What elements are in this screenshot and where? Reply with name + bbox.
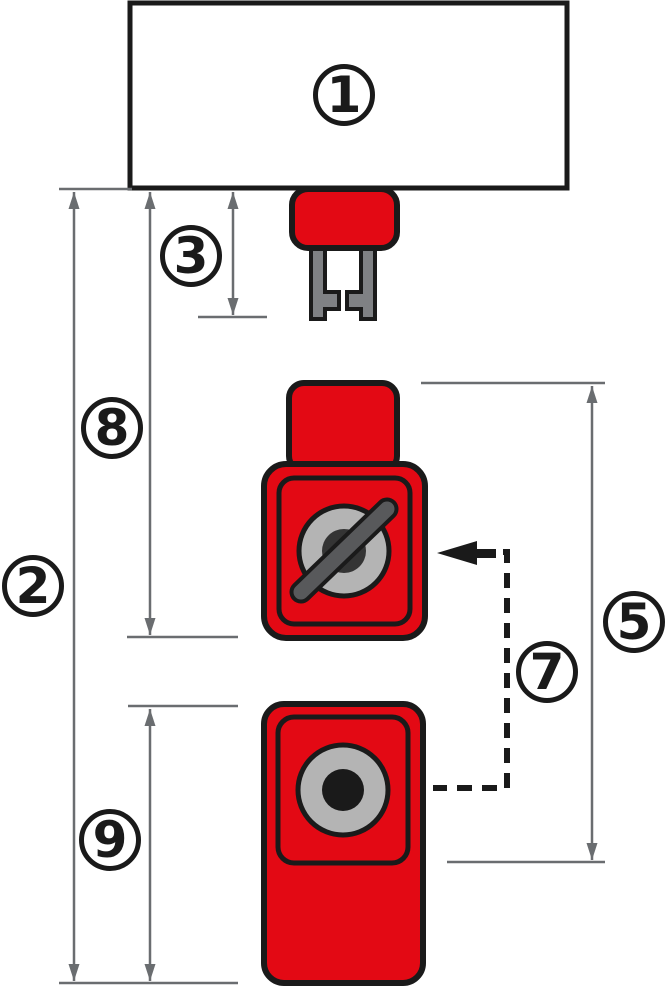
callout-3: 3 xyxy=(160,225,222,287)
detector-device xyxy=(261,701,426,986)
callout-1: 1 xyxy=(313,64,375,126)
pointer-arrow-icon xyxy=(437,541,496,565)
callout-2: 2 xyxy=(2,555,64,617)
pointer-dashed-path xyxy=(433,549,510,791)
valve-inner-outline xyxy=(276,475,413,627)
callout-7-label: 7 xyxy=(529,643,565,701)
valve-knob-handle xyxy=(293,501,395,600)
valve-device xyxy=(261,380,428,641)
detector-inner-outline xyxy=(275,714,411,866)
callout-1-label: 1 xyxy=(326,66,362,124)
dimension-lines xyxy=(68,192,598,981)
callout-9-label: 9 xyxy=(92,811,128,869)
callout-7: 7 xyxy=(516,641,578,703)
extension-lines xyxy=(59,187,605,985)
plug-prong-right xyxy=(345,245,377,321)
plug-prong-left xyxy=(309,245,341,321)
detector-lens-center xyxy=(322,769,364,811)
plug-assembly xyxy=(289,186,400,321)
plug-body xyxy=(289,186,400,251)
callout-8: 8 xyxy=(81,397,143,459)
callout-5: 5 xyxy=(603,591,665,653)
valve-neck xyxy=(286,380,400,474)
callout-5-label: 5 xyxy=(616,593,652,651)
callout-9: 9 xyxy=(79,809,141,871)
pointer-route xyxy=(433,541,510,791)
callout-3-label: 3 xyxy=(173,227,209,285)
callout-2-label: 2 xyxy=(15,557,51,615)
callout-8-label: 8 xyxy=(94,399,130,457)
